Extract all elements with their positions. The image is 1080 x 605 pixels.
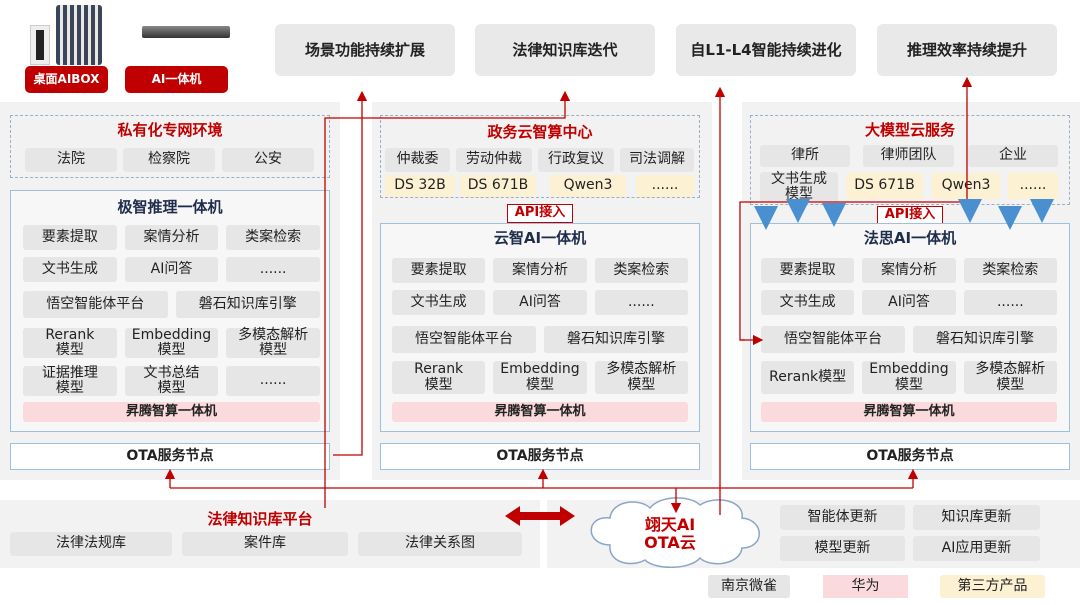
function-item: ...... — [963, 290, 1057, 315]
platform-item: 悟空智能体平台 — [392, 326, 536, 353]
env-mediation: 司法调解 — [620, 148, 694, 172]
platform-item: 悟空智能体平台 — [761, 326, 905, 353]
model-item: Embedding 模型 — [862, 361, 956, 394]
llm-more: ...... — [1008, 173, 1058, 199]
col3-ota-node: OTA服务节点 — [750, 443, 1070, 470]
function-item: AI问答 — [862, 290, 956, 315]
ascend-base: 昇腾智算一体机 — [23, 402, 320, 422]
model-item: Rerank模型 — [761, 361, 855, 394]
function-item: AI问答 — [124, 257, 219, 282]
goal-intelligence: 自L1-L4智能持续进化 — [676, 24, 856, 76]
function-item: 案情分析 — [862, 258, 956, 283]
env-labor-arbitration: 劳动仲裁 — [456, 148, 532, 172]
update-agent: 智能体更新 — [780, 505, 905, 530]
env-arbitration-committee: 仲裁委 — [385, 148, 450, 172]
env-court: 法院 — [25, 148, 117, 172]
goal-efficiency: 推理效率持续提升 — [877, 24, 1057, 76]
env-police: 公安 — [222, 148, 314, 172]
kb-cases: 案件库 — [182, 532, 348, 556]
platform-item: 磐石知识库引擎 — [913, 326, 1057, 353]
aio-label: AI一体机 — [125, 66, 228, 93]
col3-env-title: 大模型云服务 — [864, 120, 955, 139]
model-item: 多模态解析 模型 — [594, 361, 688, 394]
model-item: 证据推理 模型 — [23, 365, 117, 396]
kb-laws: 法律法规库 — [10, 532, 172, 556]
kb-relation-graph: 法律关系图 — [358, 532, 522, 556]
cloud-line1: 翊天AI — [644, 515, 696, 535]
model-item: 多模态解析 模型 — [963, 361, 1057, 394]
function-item: 类案检索 — [226, 225, 320, 250]
update-kb: 知识库更新 — [913, 505, 1040, 530]
aio-server-image — [123, 12, 249, 52]
model-item: Embedding 模型 — [124, 327, 219, 358]
goal-kb: 法律知识库迭代 — [475, 24, 655, 76]
col3-box-title: 法思AI一体机 — [863, 228, 957, 247]
env-enterprise: 企业 — [968, 145, 1058, 167]
function-item: 要素提取 — [23, 225, 117, 250]
goal-scene: 场景功能持续扩展 — [275, 24, 455, 76]
model-item: Rerank 模型 — [392, 361, 486, 394]
model-item: Rerank 模型 — [23, 327, 117, 358]
col2-api-access: API接入 — [507, 204, 573, 223]
function-item: 类案检索 — [594, 258, 688, 283]
function-item: ...... — [226, 257, 320, 282]
legend-huawei: 华为 — [823, 575, 908, 598]
doc-gen-model: 文书生成 模型 — [760, 171, 838, 202]
llm-ds671b: DS 671B — [460, 175, 536, 197]
function-item: 要素提取 — [761, 258, 855, 283]
model-item: 多模态解析 模型 — [226, 327, 320, 358]
col1-box-title: 极智推理一体机 — [117, 197, 223, 216]
model-item: 文书总结 模型 — [124, 365, 219, 396]
env-law-firm: 律所 — [760, 145, 850, 167]
ascend-base: 昇腾智算一体机 — [392, 402, 688, 422]
col1-env-title: 私有化专网环境 — [117, 120, 223, 139]
llm-qwen3: Qwen3 — [550, 175, 626, 197]
platform-item: 磐石知识库引擎 — [544, 326, 688, 353]
function-item: ...... — [594, 290, 688, 315]
cloud-line2: OTA云 — [644, 533, 696, 552]
function-item: 文书生成 — [392, 290, 486, 315]
legend-nanjing-weique: 南京微雀 — [708, 575, 790, 598]
aibox-label: 桌面AIBOX — [25, 66, 108, 93]
function-item: AI问答 — [493, 290, 587, 315]
col2-env-title: 政务云智算中心 — [487, 122, 593, 141]
update-model: 模型更新 — [780, 536, 905, 561]
llm-ds671b: DS 671B — [846, 173, 923, 199]
legend-third-party: 第三方产品 — [940, 575, 1045, 598]
model-item: Embedding 模型 — [493, 361, 587, 394]
kb-platform-title: 法律知识库平台 — [207, 509, 313, 528]
function-item: 类案检索 — [963, 258, 1057, 283]
function-item: 案情分析 — [124, 225, 219, 250]
model-item: ...... — [226, 366, 320, 396]
env-admin-review: 行政复议 — [538, 148, 614, 172]
env-lawyer-team: 律师团队 — [863, 145, 954, 167]
function-item: 要素提取 — [392, 258, 486, 283]
llm-ds32b: DS 32B — [385, 175, 455, 197]
function-item: 案情分析 — [493, 258, 587, 283]
col2-box-title: 云智AI一体机 — [493, 228, 587, 247]
env-procuratorate: 检察院 — [123, 148, 215, 172]
col2-ota-node: OTA服务节点 — [380, 443, 700, 470]
ascend-base: 昇腾智算一体机 — [761, 402, 1057, 422]
function-item: 文书生成 — [761, 290, 855, 315]
llm-more: ...... — [636, 175, 694, 197]
col1-ota-node: OTA服务节点 — [10, 443, 330, 470]
llm-qwen3: Qwen3 — [932, 173, 1000, 199]
aibox-image — [28, 5, 103, 65]
platform-item: 悟空智能体平台 — [23, 291, 168, 318]
update-ai-app: AI应用更新 — [913, 536, 1040, 561]
function-item: 文书生成 — [23, 257, 117, 282]
platform-item: 磐石知识库引擎 — [175, 291, 320, 318]
